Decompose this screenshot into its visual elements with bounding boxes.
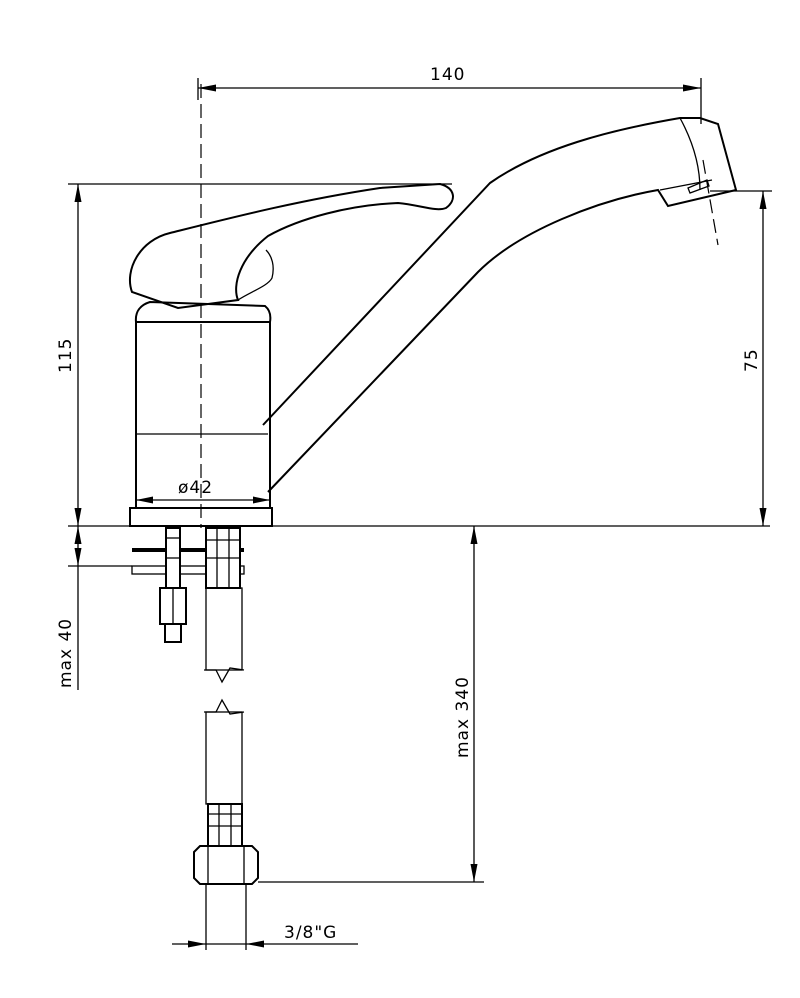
dimension-75: 75 (710, 190, 772, 526)
mounting-assembly (131, 527, 245, 643)
dimension-140: 140 (197, 65, 702, 124)
dimension-max-40-label: max 40 (56, 618, 76, 688)
dimension-thread: 3/8"G (172, 884, 358, 950)
dimension-115: 115 (56, 183, 452, 526)
dimension-140-label: 140 (430, 65, 465, 85)
dimension-max-340-label: max 340 (453, 676, 473, 758)
dimension-75-label: 75 (742, 348, 762, 372)
dimension-thread-label: 3/8"G (284, 923, 337, 943)
dimension-42-label: ø42 (178, 478, 213, 498)
dimension-diameter-42: ø42 (136, 478, 270, 504)
braided-hose-upper (204, 587, 245, 684)
dimension-max-40: max 40 (56, 526, 132, 690)
braided-hose-lower (193, 698, 259, 885)
dimension-max-340: max 340 (258, 526, 484, 883)
faucet-body (129, 117, 738, 527)
dimension-115-label: 115 (56, 338, 76, 373)
spout-axis-line (702, 159, 719, 246)
